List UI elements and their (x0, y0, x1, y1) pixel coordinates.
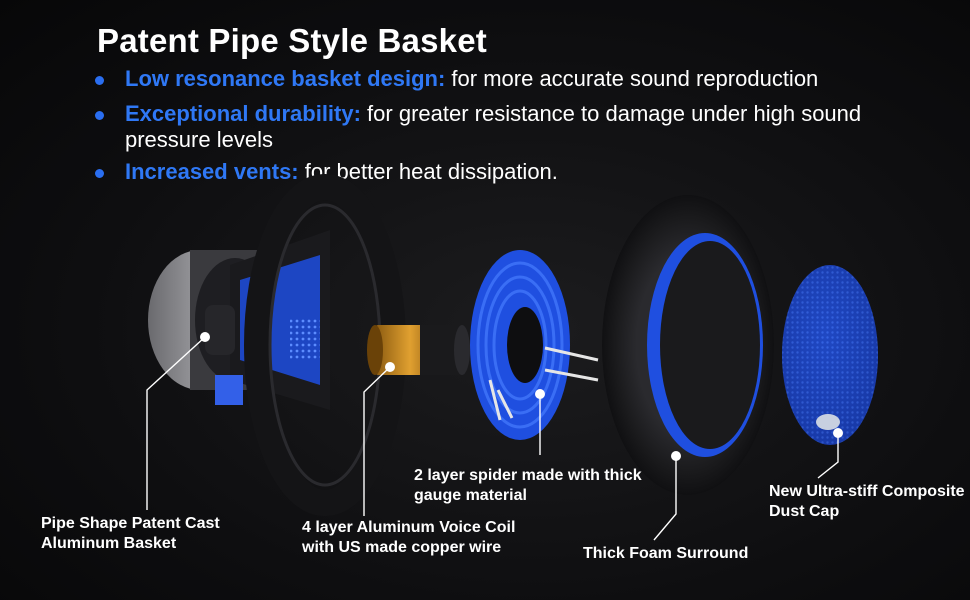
foam-surround (602, 195, 774, 495)
cap-logo-icon (816, 414, 840, 430)
feature-text: for more accurate sound reproduction (445, 66, 819, 91)
feature-heading: Exceptional durability: (125, 101, 361, 126)
feature-text: for greater resistance to damage under h… (125, 101, 862, 152)
callout-dust-cap: New Ultra-stiff Composite Dust Cap (769, 483, 965, 520)
spider (470, 250, 599, 440)
page-title: Patent Pipe Style Basket (97, 22, 487, 59)
callout-spider: 2 layer spider made with thick gauge mat… (414, 467, 642, 504)
spider-lead-wires (544, 346, 599, 382)
pipe-strut (205, 305, 235, 355)
callout-leader-lines (146, 336, 839, 541)
feature-heading: Low resonance basket design: (125, 66, 446, 91)
vent-grid (290, 318, 320, 360)
speaker-basket (148, 174, 406, 516)
bullet-dot-icon (95, 76, 104, 85)
feature-heading: Increased vents: (125, 159, 299, 184)
bullet-dot-icon (95, 111, 104, 120)
callout-foam-surround: Thick Foam Surround (583, 545, 749, 562)
callout-basket: Pipe Shape Patent Cast Aluminum Basket (41, 515, 220, 552)
bullet-dot-icon (95, 169, 104, 178)
feature-item: Exceptional durability: for greater resi… (95, 101, 915, 153)
voice-coil (367, 325, 470, 375)
callout-voice-coil: 4 layer Aluminum Voice Coil with US made… (302, 519, 516, 556)
feature-item: Low resonance basket design: for more ac… (95, 66, 915, 92)
dust-cap (782, 265, 878, 445)
